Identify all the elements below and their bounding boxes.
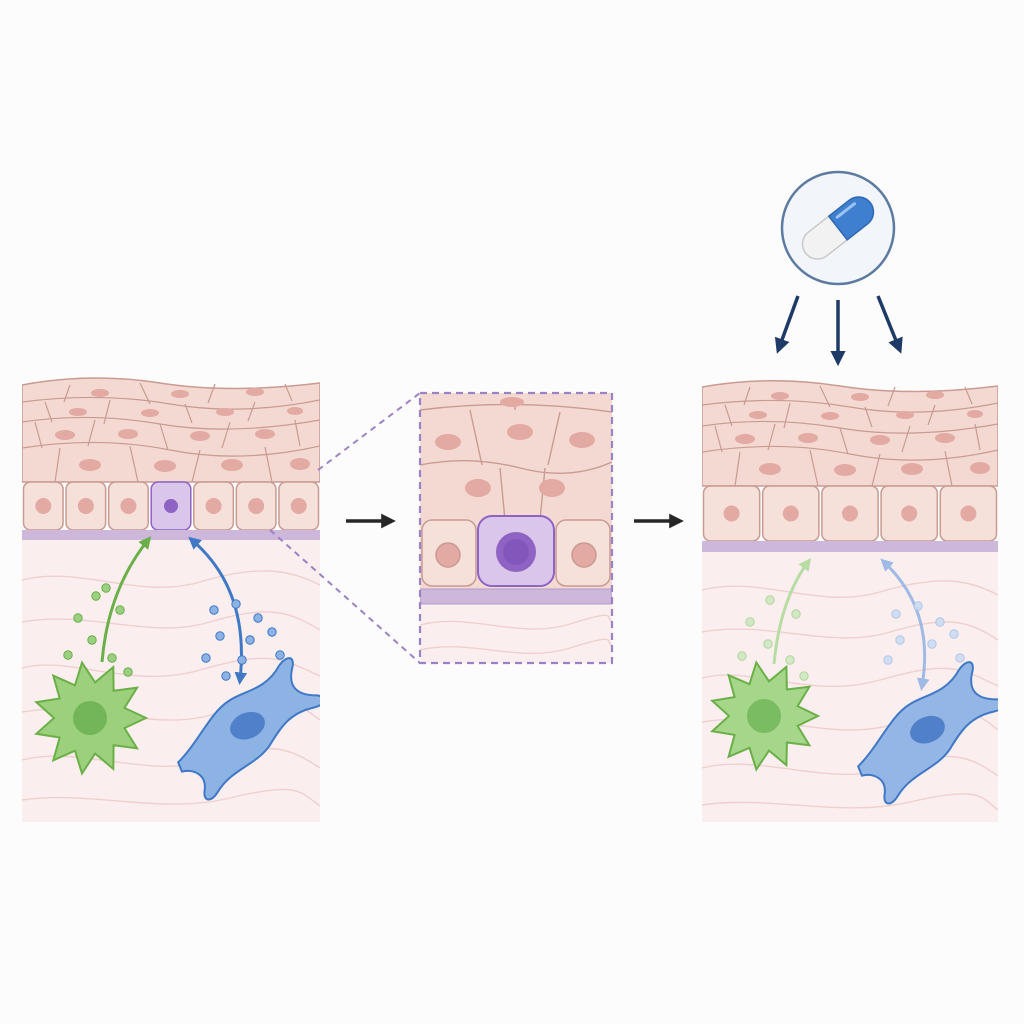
signal-dot — [895, 635, 905, 645]
signal-dot — [883, 655, 893, 665]
immune-signal-arrow-faded — [772, 557, 811, 665]
zoom-panel — [420, 393, 612, 663]
cell-nucleus — [35, 498, 52, 514]
signal-dot — [245, 635, 255, 645]
basal-cell-row — [22, 481, 320, 531]
signal-dot — [237, 655, 247, 665]
tissue-panel-after — [702, 380, 998, 822]
cell-nucleus — [164, 499, 178, 513]
basement-membrane — [22, 530, 320, 540]
signal-dot — [91, 591, 101, 601]
immune-cell-icon — [709, 660, 821, 772]
fibroblast-signal-arrow-faded — [880, 558, 930, 691]
signal-dot — [935, 617, 945, 627]
cell-nucleus — [960, 505, 977, 522]
signal-dot — [107, 653, 117, 663]
immune-signal-dots-faded — [737, 595, 809, 685]
signal-dot — [101, 583, 111, 593]
immune-signal-arrow — [100, 536, 152, 663]
cell-nucleus — [901, 505, 918, 522]
signal-dot — [215, 631, 225, 641]
tissue-panel-before — [22, 377, 320, 822]
cell-nucleus — [205, 498, 222, 514]
fibroblast-icon — [857, 661, 998, 805]
signal-dot — [231, 599, 241, 609]
signal-dot — [799, 671, 809, 681]
signal-dot — [891, 609, 901, 619]
cell-nucleus — [842, 505, 858, 522]
suprabasal-nuclei — [55, 388, 310, 472]
drug-badge — [780, 170, 896, 286]
cell-nucleus — [290, 498, 307, 514]
cell-nucleus — [120, 498, 137, 514]
signal-dot — [253, 613, 263, 623]
fibroblast-icon — [177, 657, 320, 801]
cell-nucleus — [248, 498, 265, 514]
signal-dot — [201, 653, 211, 663]
signal-dot — [123, 667, 133, 677]
fibroblast-signal-dots-faded — [883, 601, 965, 665]
signal-dot — [63, 650, 73, 660]
signal-dot — [267, 627, 277, 637]
basal-cell-row — [702, 485, 998, 542]
suprabasal-cells — [22, 382, 320, 483]
signal-dot — [737, 651, 747, 661]
zoom-callout-lines — [269, 392, 421, 664]
suprabasal-nuclei — [735, 391, 990, 476]
signal-dot — [87, 635, 97, 645]
signal-dot — [275, 650, 285, 660]
zoom-basement-membrane — [420, 588, 612, 605]
drug-delivery-arrows — [774, 295, 903, 367]
cell-nucleus — [77, 498, 94, 514]
signal-dot — [949, 629, 959, 639]
zoom-basal-cells — [421, 519, 611, 587]
zoom-suprabasal-nuclei — [435, 397, 595, 497]
zoom-dermis — [420, 604, 612, 663]
capsule-icon — [801, 196, 875, 260]
zoom-frame — [418, 391, 614, 665]
signal-dot — [955, 653, 965, 663]
zoom-dermis-fibers — [420, 614, 612, 655]
signal-dot — [927, 639, 937, 649]
cell-nucleus — [782, 505, 799, 522]
signal-dot — [73, 613, 83, 623]
signal-dot — [913, 601, 923, 611]
signal-dot — [745, 617, 755, 627]
signal-dot — [209, 605, 219, 615]
signal-dot — [791, 609, 801, 619]
cell-nucleus — [723, 505, 740, 522]
stem-cell-icon — [477, 515, 555, 587]
signal-dot — [115, 605, 125, 615]
suprabasal-cells — [702, 385, 998, 487]
signal-dot — [763, 639, 773, 649]
fibroblast-signal-dots — [201, 599, 285, 681]
signal-dot — [221, 671, 231, 681]
basement-membrane — [702, 541, 998, 552]
signal-dot — [785, 655, 795, 665]
signal-dot — [765, 595, 775, 605]
immune-cell-icon — [34, 660, 149, 776]
